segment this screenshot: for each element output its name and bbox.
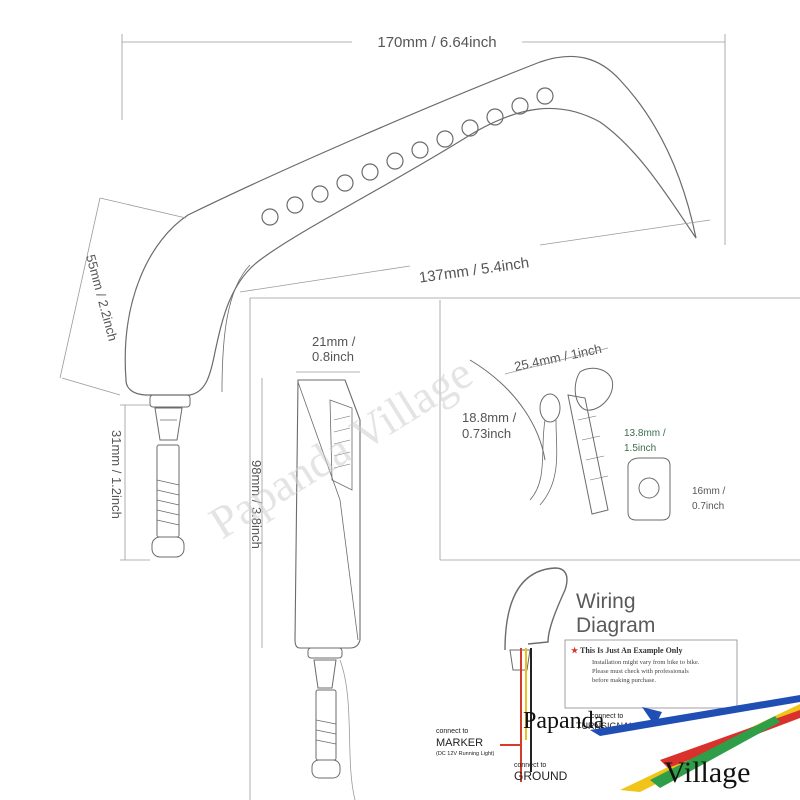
thread-outer-label: 25.4mm / 1inch: [513, 341, 603, 374]
example-note-box: [564, 639, 738, 709]
total-length-label: 170mm / 6.64inch: [377, 34, 496, 51]
turn-label: TURNSIGNAL: [576, 721, 634, 731]
logo-line2: Village: [664, 756, 751, 789]
height-label: 55mm / 2.2inch: [83, 253, 120, 343]
note-line2: Please must check with professionals: [592, 668, 689, 675]
papanda-village-logo: Papanda Village: [523, 695, 800, 792]
front-width-in: 0.8inch: [312, 349, 354, 364]
ground-connect: connect to: [514, 762, 546, 769]
bolt-mm-label: 16mm /: [692, 486, 726, 497]
logo-line1: Papanda: [523, 708, 605, 734]
note-title: This Is Just An Example Only: [580, 646, 682, 655]
marker-connect: connect to: [436, 728, 468, 735]
clamp-mm-label: 18.8mm /: [462, 410, 517, 425]
front-length-label: 98mm / 3.8inch: [249, 460, 264, 549]
note-star: ★: [571, 646, 579, 655]
marker-label: MARKER: [436, 737, 483, 749]
clamp-in-label: 0.73inch: [462, 426, 511, 441]
marker-sub: (DC 12V Running Light): [436, 751, 495, 757]
top-view-drawing: 170mm / 6.64inch: [59, 34, 726, 561]
bolt-in-label: 0.7inch: [692, 501, 724, 512]
wiring-title-line1: Wiring: [576, 590, 636, 613]
ground-label: GROUND: [514, 769, 568, 783]
watermark-text: Papanda Village: [200, 347, 481, 549]
led-dots: [261, 87, 554, 226]
mount-detail-drawing: 25.4mm / 1inch 18.8mm / 0.73inch 13.8mm …: [439, 300, 800, 561]
inner-length-label: 137mm / 5.4inch: [418, 254, 530, 286]
front-width-mm: 21mm /: [312, 334, 356, 349]
note-line1: Installation might vary from bike to bik…: [592, 659, 700, 666]
hole-mm-label: 13.8mm /: [624, 428, 666, 439]
turn-connect: connect to: [591, 713, 623, 720]
wiring-title-line2: Diagram: [576, 614, 655, 637]
note-line3: before making purchase.: [592, 677, 656, 684]
wiring-diagram: Wiring Diagram ★ This Is Just An Example…: [436, 567, 738, 783]
hole-in-label: 1.5inch: [624, 443, 656, 454]
stem-length-label: 31mm / 1.2inch: [109, 430, 124, 519]
front-view-drawing: 21mm / 0.8inch 98mm / 3.8inch: [249, 297, 800, 800]
